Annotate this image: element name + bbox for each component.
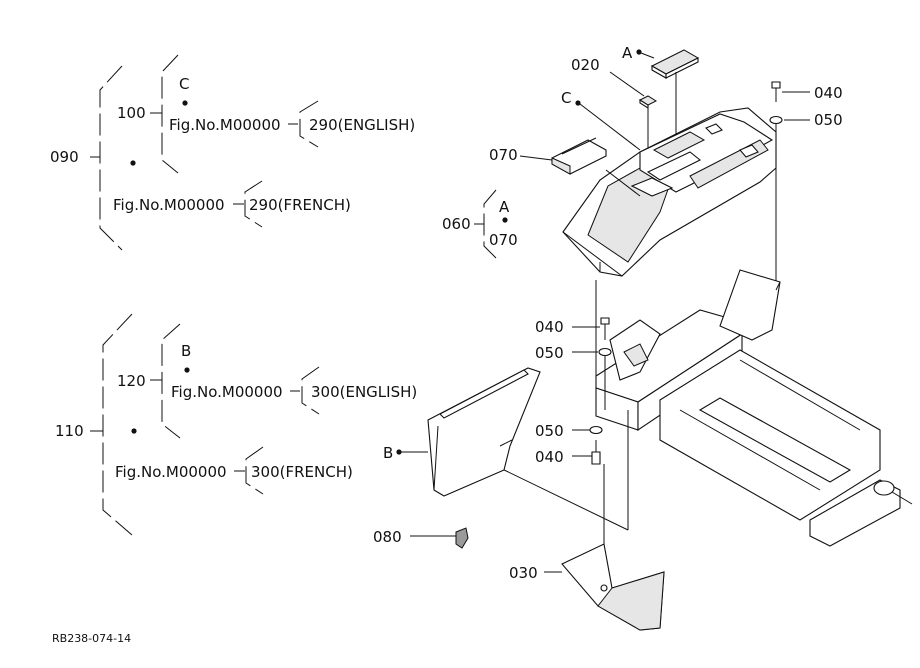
washer-050-top[interactable]: 050 [769,111,843,282]
callout-110[interactable]: 110 [55,422,84,440]
side-panel-b[interactable]: B [383,367,541,497]
decal-group-110: 110 120 B Fig.No.M00000 300(ENGLISH) Fig… [55,313,417,536]
ref-dot [130,160,136,166]
ref-letter-c: C [179,75,189,93]
kit-060: 060 A 070 [442,189,518,259]
ref-dot [184,367,190,373]
callout-020[interactable]: 020 [571,56,600,74]
ref-dot [131,428,137,434]
washer-050-low[interactable]: 050 [535,422,603,440]
plug-020[interactable]: 020 [571,56,658,150]
frame-assembly [595,269,913,547]
assembly-line [499,467,629,531]
ref-letter-a-group: A [499,198,510,216]
ref-letter-b: B [181,342,191,360]
bolt-040-mid[interactable]: 040 [535,317,610,340]
callout-040-top[interactable]: 040 [814,84,843,102]
callout-040-low[interactable]: 040 [535,448,564,466]
callout-040-mid[interactable]: 040 [535,318,564,336]
clip-080[interactable]: 080 [373,527,469,549]
callout-070-kit[interactable]: 070 [489,231,518,249]
callout-050-low[interactable]: 050 [535,422,564,440]
note-290-french: 290(FRENCH) [249,196,351,214]
console-cover[interactable]: C [561,89,777,277]
ref-letter-c-console: C [561,89,571,107]
washer-050-mid[interactable]: 050 [535,344,612,410]
callout-090[interactable]: 090 [50,148,79,166]
note-300-english: 300(ENGLISH) [311,383,417,401]
callout-030[interactable]: 030 [509,564,538,582]
note-290-english: 290(ENGLISH) [309,116,415,134]
bolt-040-top[interactable]: 040 [771,81,843,102]
note-300-french: 300(FRENCH) [251,463,353,481]
callout-050-top[interactable]: 050 [814,111,843,129]
bracket-070[interactable]: 070 [489,137,641,197]
callout-060[interactable]: 060 [442,215,471,233]
callout-100[interactable]: 100 [117,104,146,122]
lid-part-a[interactable]: A [622,44,700,140]
callout-050-mid[interactable]: 050 [535,344,564,362]
callout-080[interactable]: 080 [373,528,402,546]
ref-letter-b-panel: B [383,444,393,462]
lower-cover-030[interactable]: 030 [509,543,665,631]
callout-120[interactable]: 120 [117,372,146,390]
ref-dot [182,100,188,106]
decal-group-090: 090 100 C Fig.No.M00000 290(ENGLISH) Fig… [50,54,415,251]
callout-070-bracket[interactable]: 070 [489,146,518,164]
fig-ref-c-english[interactable]: Fig.No.M00000 [169,116,281,134]
fig-ref-c-french[interactable]: Fig.No.M00000 [113,196,225,214]
drawing-id: RB238-074-14 [52,632,131,645]
bolt-040-low[interactable]: 040 [535,440,601,466]
fig-ref-b-french[interactable]: Fig.No.M00000 [115,463,227,481]
ref-letter-a: A [622,44,633,62]
fig-ref-b-english[interactable]: Fig.No.M00000 [171,383,283,401]
